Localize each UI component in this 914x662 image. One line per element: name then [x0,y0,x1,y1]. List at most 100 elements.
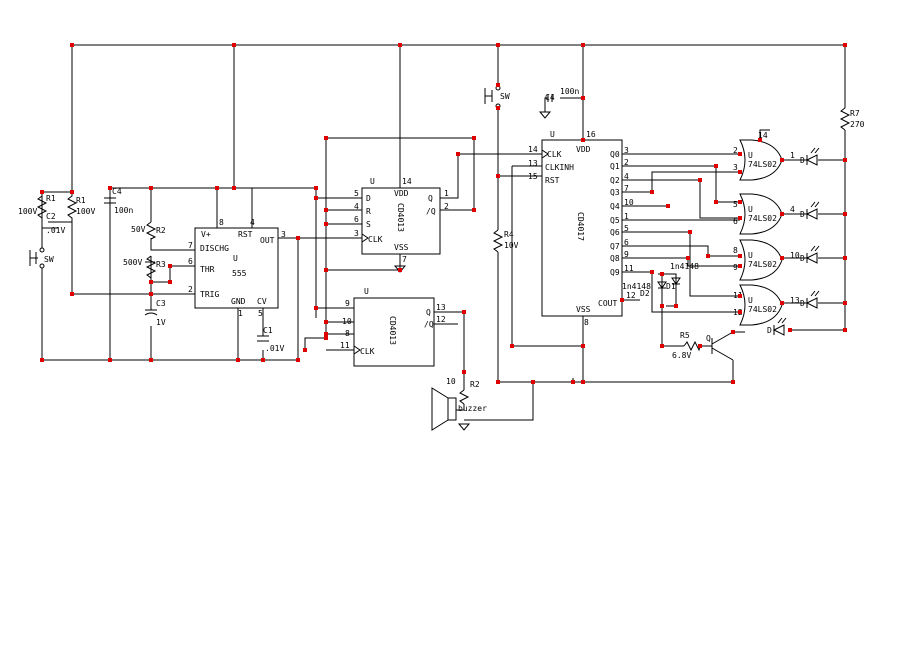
output-name: Q8 [610,254,620,263]
part-label: 74LS02 [748,260,777,269]
junction-node [496,106,500,110]
junction-node [688,230,692,234]
pin-label: VDD [394,189,409,198]
output-name: Q9 [610,268,620,277]
output-name: Q5 [610,216,620,225]
pin-number: 10 [790,251,800,260]
junction-node [108,186,112,190]
pin-label: R [366,207,371,216]
pin-number: 12 [436,315,446,324]
output-name: Q1 [610,162,620,171]
pin-number: 2 [188,285,193,294]
pin-number: 8 [219,218,224,227]
pin-label: CLK [368,235,383,244]
part-label: CD4013 [388,316,397,345]
junction-node [462,310,466,314]
output-name: Q6 [610,228,620,237]
junction-node [843,328,847,332]
pin-number: 14 [402,177,412,186]
junction-node [581,344,585,348]
resistor-label: R3 [156,260,166,269]
pin-label: COUT [598,299,617,308]
pin-number: 2 [733,146,738,155]
junction-node [168,264,172,268]
pin-number: 5 [258,309,263,318]
led: D [800,201,820,220]
junction-node [462,370,466,374]
junction-node [581,43,585,47]
led-label: D [800,156,805,165]
pin-number: 3 [733,163,738,172]
pin-number: 4 [250,218,255,227]
resistor-value: 10 [446,377,456,386]
pin-number: 12 [733,308,743,317]
junction-node [843,43,847,47]
junction-node [236,358,240,362]
ref-label: U [370,177,375,186]
junction-node [738,216,742,220]
output-pin: 4 [624,172,629,181]
output-pin: 9 [624,250,629,259]
buzzer-label: buzzer [458,404,487,413]
pin-label: VSS [394,243,409,252]
capacitor-value: .01V [265,344,284,353]
junction-node [40,190,44,194]
junction-node [686,256,690,260]
junction-node [496,380,500,384]
pin-number: 7 [402,255,407,264]
pin-label: OUT [260,236,275,245]
resistor-label: R1 [76,196,86,205]
pin-label: V+ [201,230,211,239]
junction-node [780,158,784,162]
led: D [800,245,820,264]
junction-node [698,344,702,348]
junction-node [581,96,585,100]
junction-node [780,301,784,305]
pin-number: 2 [444,202,449,211]
junction-node [731,380,735,384]
junction-node [296,358,300,362]
output-pin: 2 [624,158,629,167]
resistor-value: 50V [131,225,146,234]
junction-node [40,358,44,362]
pin-label: /Q [426,207,436,216]
junction-node [780,212,784,216]
junction-node [738,152,742,156]
pin-label: /Q [424,320,434,329]
junction-node [660,304,664,308]
junction-node [698,178,702,182]
output-pin: 3 [624,146,629,155]
part-label: CD4017 [576,212,585,241]
junction-node [472,208,476,212]
junction-node [70,43,74,47]
junction-node [398,268,402,272]
junction-node [168,280,172,284]
pin-label: TRIG [200,290,219,299]
part-label: 555 [232,269,247,278]
junction-node [620,298,624,302]
junction-node [738,254,742,258]
junction-node [780,256,784,260]
counter-cd4017: U 16 VDD CLK CLKINH RST VSS COUT CD4017 … [528,130,636,327]
pin-label: S [366,220,371,229]
junction-node [70,292,74,296]
pin-number: 4 [790,205,795,214]
capacitor-label: C2 [46,212,56,221]
pin-label: Q [428,194,433,203]
pin-number: 1 [444,189,449,198]
transistor-label: Q [706,334,711,343]
junction-node [581,138,585,142]
junction-node [738,200,742,204]
junction-node [714,164,718,168]
junction-node [149,358,153,362]
pin-number: 6 [188,257,193,266]
junction-node [398,43,402,47]
output-name: Q2 [610,176,620,185]
resistor-label: R1 [46,194,56,203]
pin-number: 11 [733,291,743,300]
led-label: D [800,254,805,263]
junction-node [843,301,847,305]
